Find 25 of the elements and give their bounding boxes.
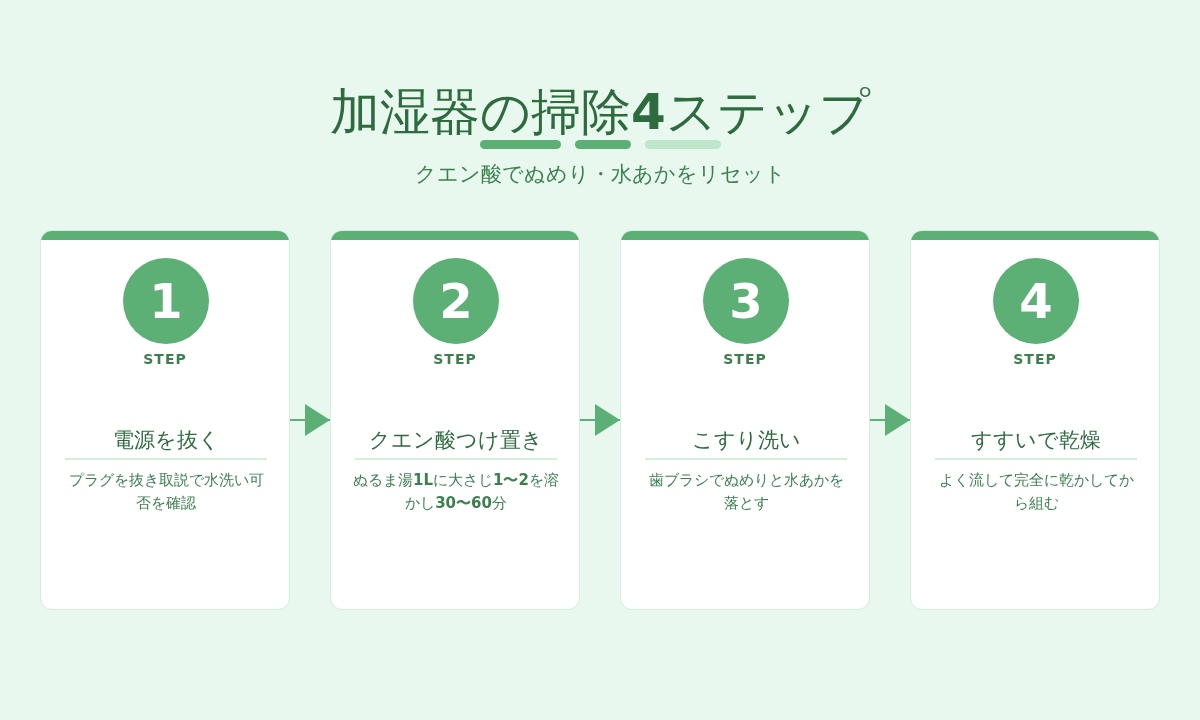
step-description: プラグを抜き取説で水洗い可否を確認 bbox=[67, 470, 265, 514]
step-description: 歯ブラシでぬめりと水あかを落とす bbox=[647, 470, 845, 514]
step-number-circle: 4 bbox=[993, 258, 1079, 344]
step-card bbox=[910, 230, 1160, 610]
step-label: STEP bbox=[1012, 351, 1058, 367]
step-label: STEP bbox=[432, 351, 478, 367]
step-label: STEP bbox=[722, 351, 768, 367]
step-number-circle: 1 bbox=[123, 258, 209, 344]
step-heading: クエン酸つけ置き bbox=[355, 426, 557, 460]
step-label: STEP bbox=[142, 351, 188, 367]
arrow bbox=[579, 404, 621, 436]
arrow bbox=[289, 404, 331, 436]
step-description: ぬるま湯1Lに大さじ1〜2を溶かし30〜60分 bbox=[353, 470, 559, 514]
step-card bbox=[330, 230, 580, 610]
step-card bbox=[40, 230, 290, 610]
title: 加湿器の掃除4ステップ bbox=[330, 82, 870, 143]
step-number-circle: 3 bbox=[703, 258, 789, 344]
arrow bbox=[869, 404, 911, 436]
step-description: よく流して完全に乾かしてから組む bbox=[937, 470, 1135, 514]
step-heading: こすり洗い bbox=[645, 426, 847, 460]
step-heading: 電源を抜く bbox=[65, 426, 267, 460]
step-card bbox=[620, 230, 870, 610]
step-number-circle: 2 bbox=[413, 258, 499, 344]
subtitle: クエン酸でぬめり・水あかをリセット bbox=[414, 162, 786, 186]
step-heading: すすいで乾燥 bbox=[935, 426, 1137, 460]
